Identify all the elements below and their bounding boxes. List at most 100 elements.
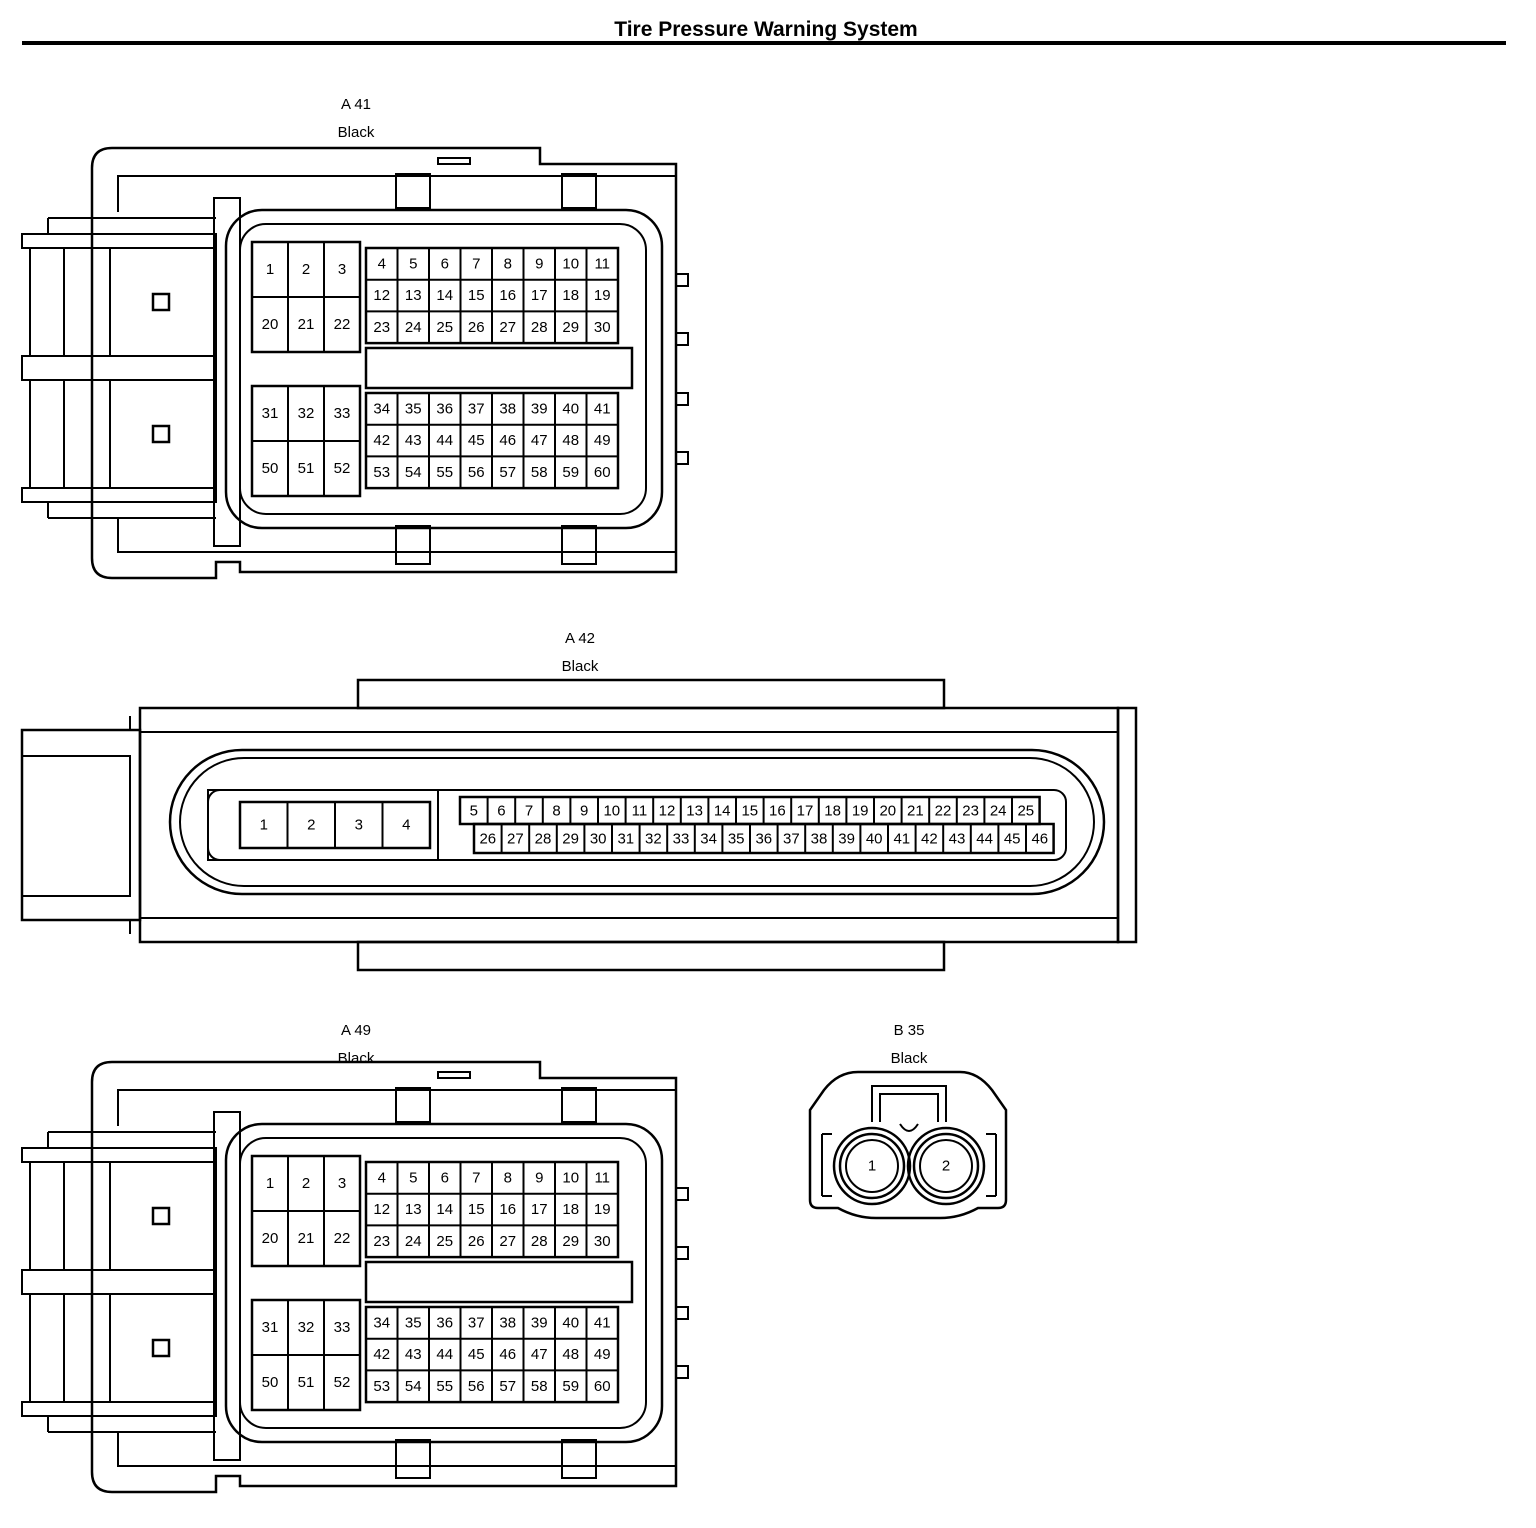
- lock-window: [561, 1087, 597, 1123]
- lever-edge: [47, 1131, 216, 1148]
- ecu-right-bottom-pin-59: 59: [562, 464, 579, 481]
- ecu-right-top-pin-11: 11: [594, 1169, 610, 1186]
- end-cap: [1116, 706, 1138, 944]
- latch-inner: [879, 1093, 939, 1122]
- ecu-right-bottom-pin-56: 56: [468, 464, 485, 481]
- b35-pin-1: 1: [868, 1158, 876, 1175]
- housing-inner-edge: [140, 731, 1118, 919]
- a42-pin-10: 10: [603, 803, 620, 820]
- cavity-seal: [912, 1132, 980, 1200]
- side-tab: [675, 1187, 689, 1201]
- lever-arm: [29, 379, 217, 489]
- face-outer: [168, 748, 1106, 896]
- ecu-left-top-pin-20: 20: [262, 316, 279, 333]
- ecu-right-bottom-pin-60: 60: [594, 464, 611, 481]
- cavity-ring: [832, 1126, 912, 1206]
- a42-pin-34: 34: [700, 831, 717, 848]
- ecu-right-bottom-pin-56: 56: [468, 1378, 485, 1395]
- a41-id-label: A 41: [341, 96, 371, 113]
- lever-square: [151, 424, 171, 444]
- a42-pin-13: 13: [686, 803, 703, 820]
- ecu-right-bottom-pin-38: 38: [499, 400, 516, 417]
- ecu-right-top-pin-9: 9: [535, 255, 543, 272]
- a42-pin-41: 41: [893, 831, 910, 848]
- a42-pin-24: 24: [990, 803, 1007, 820]
- a42-pin-20: 20: [879, 803, 896, 820]
- center-notch: [899, 1123, 919, 1132]
- ecu-right-top-pin-6: 6: [441, 255, 449, 272]
- a42-pin-8: 8: [552, 803, 560, 820]
- page-title: Tire Pressure Warning System: [614, 18, 917, 41]
- housing-inner-edge: [117, 175, 676, 212]
- ecu-left-top-pin-1: 1: [266, 261, 274, 278]
- lock-window: [561, 1439, 597, 1479]
- ecu-right-bottom-pin-35: 35: [405, 400, 422, 417]
- ecu-right-bottom-pin-60: 60: [594, 1378, 611, 1395]
- ecu-right-top-pin-9: 9: [535, 1169, 543, 1186]
- a41-color-label: Black: [338, 124, 375, 141]
- ecu-right-bottom-pin-47: 47: [531, 432, 548, 449]
- ecu-right-top-pin-18: 18: [562, 1201, 579, 1218]
- housing-inner-edge: [117, 518, 676, 553]
- lock-window: [561, 1087, 597, 1123]
- ecu-right-top-pin-8: 8: [504, 1169, 512, 1186]
- ecu-right-top-pin-28: 28: [531, 319, 548, 336]
- lever-rail: [21, 1147, 217, 1163]
- ecu-right-bottom-pin-39: 39: [531, 1314, 548, 1331]
- ecu-left-bottom-pin-52: 52: [334, 1374, 351, 1391]
- ecu-right-top-pin-14: 14: [436, 1201, 453, 1218]
- a42-pin-37: 37: [783, 831, 800, 848]
- lock-window: [395, 1087, 431, 1123]
- lock-window: [561, 173, 597, 209]
- ecu-right-bottom-pin-46: 46: [499, 432, 516, 449]
- a42-pin-30: 30: [590, 831, 607, 848]
- lever-rail: [21, 1401, 217, 1417]
- b35-color-label: Black: [891, 1050, 928, 1067]
- b35-pin-2: 2: [942, 1158, 950, 1175]
- lever-detail: [63, 1162, 111, 1402]
- ecu-right-bottom-pin-41: 41: [594, 1314, 611, 1331]
- plug-nose: [20, 728, 142, 922]
- lock-window: [395, 525, 431, 565]
- ecu-right-top-pin-16: 16: [499, 287, 516, 304]
- ecu-right-bottom-pin-39: 39: [531, 400, 548, 417]
- cavity-terminal: [845, 1139, 899, 1193]
- ecu-right-top-pin-28: 28: [531, 1233, 548, 1250]
- ecu-right-top-pin-24: 24: [405, 319, 422, 336]
- a42-pin-3: 3: [355, 817, 363, 834]
- lever-square: [151, 1338, 171, 1358]
- ecu-right-bottom-pin-41: 41: [594, 400, 611, 417]
- ecu-right-top-pin-16: 16: [499, 1201, 516, 1218]
- ecu-right-top-pin-19: 19: [594, 1201, 611, 1218]
- lever-edge: [47, 502, 216, 519]
- ecu-right-bottom-pin-43: 43: [405, 1346, 422, 1363]
- ecu-right-top-pin-4: 4: [378, 255, 386, 272]
- ecu-right-top-pin-30: 30: [594, 319, 611, 336]
- ecu-left-top-pin-20: 20: [262, 1230, 279, 1247]
- ecu-right-bottom-pin-36: 36: [436, 400, 453, 417]
- ecu-left-bottom-pin-31: 31: [262, 1319, 279, 1336]
- ecu-right-top-pin-13: 13: [405, 287, 422, 304]
- lock-window: [395, 1439, 431, 1479]
- lock-window: [395, 1087, 431, 1123]
- side-tab: [675, 1365, 689, 1379]
- ecu-right-bottom-pin-35: 35: [405, 1314, 422, 1331]
- ecu-right-top-pin-7: 7: [472, 255, 480, 272]
- a42-pin-29: 29: [562, 831, 579, 848]
- ecu-right-bottom-pin-38: 38: [499, 1314, 516, 1331]
- side-tab: [675, 332, 689, 346]
- cavity-seal: [838, 1132, 906, 1200]
- lock-window: [395, 525, 431, 565]
- top-tab: [437, 1071, 471, 1079]
- ecu-right-top-pin-29: 29: [562, 1233, 579, 1250]
- a42-pin-4: 4: [402, 817, 410, 834]
- lever-rail: [21, 1269, 217, 1295]
- ecu-right-bottom-pin-40: 40: [562, 400, 579, 417]
- ecu-right-top-pin-23: 23: [373, 1233, 390, 1250]
- ecu-left-bottom-pin-50: 50: [262, 460, 279, 477]
- a42-pin-38: 38: [811, 831, 828, 848]
